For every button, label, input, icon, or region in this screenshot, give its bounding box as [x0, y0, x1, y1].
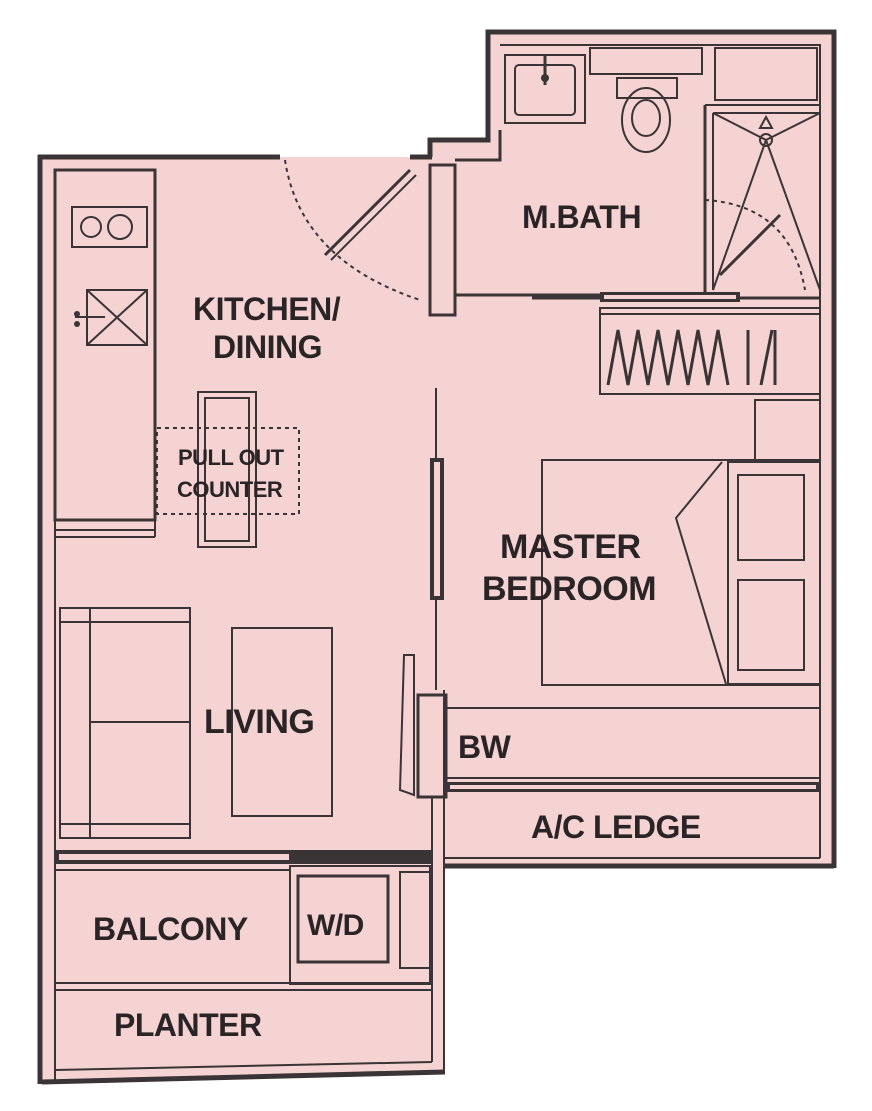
- balcony-label: BALCONY: [93, 911, 248, 947]
- pull-out-counter-label-line2: COUNTER: [177, 477, 283, 502]
- planter-label: PLANTER: [114, 1007, 262, 1043]
- ac-ledge-label: A/C LEDGE: [531, 809, 701, 845]
- bay-window: [446, 707, 820, 792]
- shower-icon: [704, 112, 821, 291]
- master-bedroom-label-line2: BEDROOM: [482, 570, 656, 608]
- kitchen-sink-icon: [74, 289, 148, 346]
- toilet-icon: [616, 77, 678, 153]
- living-label: LIVING: [204, 703, 314, 741]
- kitchen-counter: [53, 168, 157, 531]
- outer-walls: [37, 29, 837, 1085]
- wardrobe-icon: [599, 307, 821, 395]
- bed-icon: [541, 399, 821, 686]
- washer-dryer-area: [289, 865, 431, 985]
- living-walls: [55, 520, 445, 1072]
- washer-dryer-label: W/D: [307, 909, 364, 942]
- room-labels: KITCHEN/ DINING M.BATH MASTER BEDROOM LI…: [93, 199, 701, 1043]
- kitchen-label-line1: KITCHEN/: [193, 291, 341, 327]
- kitchen-label-line2: DINING: [213, 329, 322, 365]
- fixture-labels: PULL OUT COUNTER BW W/D: [177, 445, 512, 942]
- master-bedroom-label-line1: MASTER: [500, 528, 641, 566]
- bay-window-label: BW: [458, 729, 512, 765]
- basin-icon: [504, 54, 586, 124]
- coffee-table-icon: [231, 627, 333, 817]
- hob-icon: [71, 206, 148, 248]
- master-bath-label: M.BATH: [522, 199, 641, 235]
- sofa-icon: [59, 607, 191, 839]
- pull-out-counter-label-line1: PULL OUT: [178, 445, 285, 470]
- door-swing-icon: [284, 159, 421, 301]
- pull-out-counter: [156, 391, 300, 548]
